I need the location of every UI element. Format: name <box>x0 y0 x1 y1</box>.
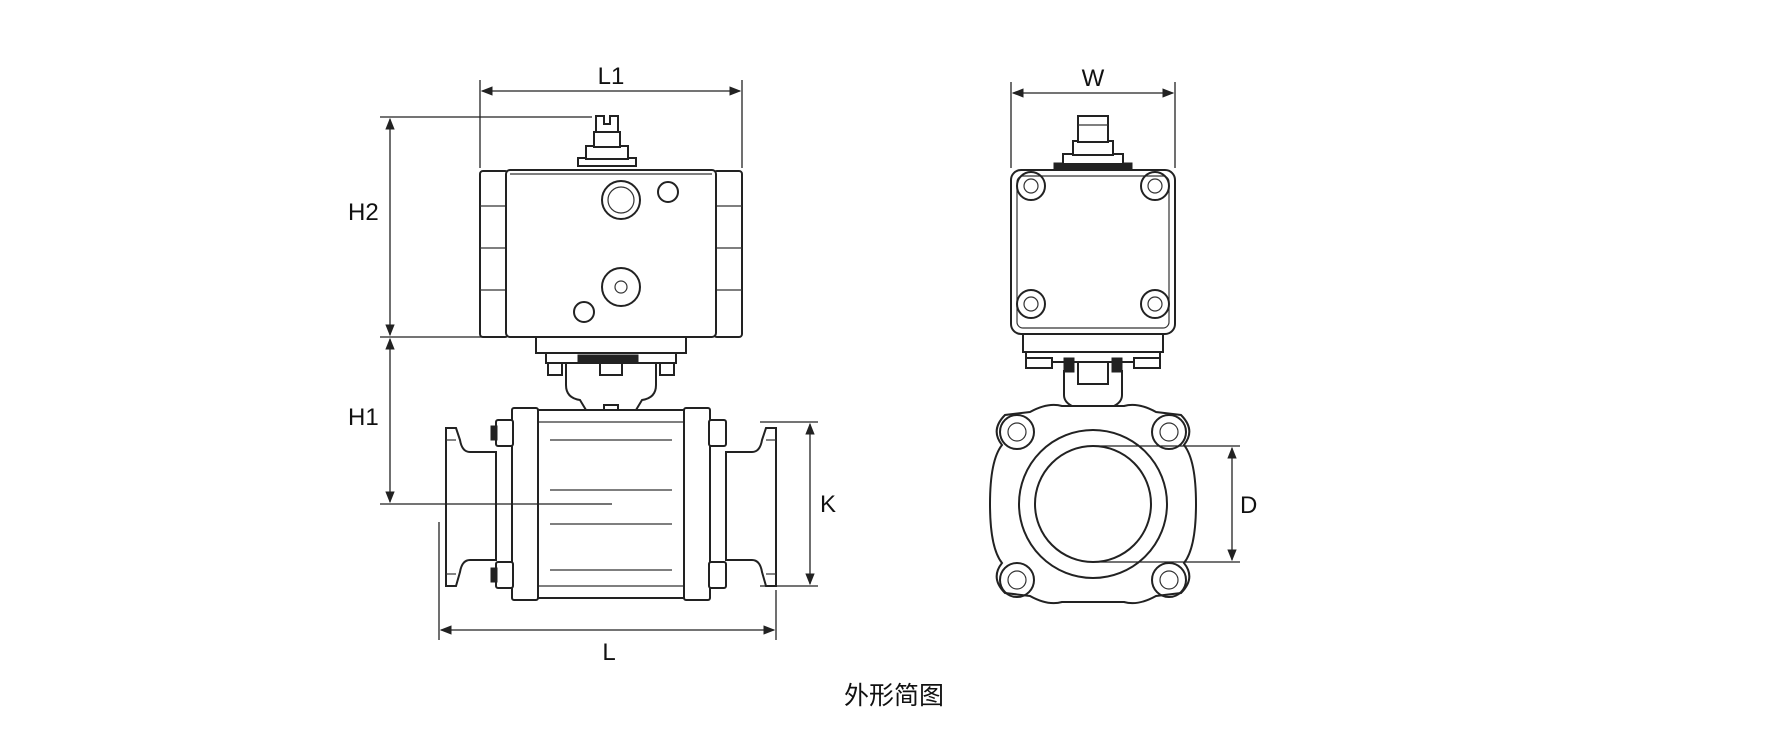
front-view <box>445 115 777 601</box>
bolt-upper-left <box>495 419 514 447</box>
corner-screw <box>1016 289 1046 319</box>
actuator-body <box>505 169 717 338</box>
actuator-right-endcap <box>713 170 743 338</box>
mounting-plate <box>535 336 687 354</box>
side-bracket-left <box>1063 370 1073 407</box>
side-valve-body <box>988 403 1198 605</box>
bolt-upper-right <box>708 419 727 447</box>
label-L1: L1 <box>598 63 625 90</box>
actuator-port-upper <box>601 180 641 220</box>
front-dimensions <box>380 80 818 640</box>
drawing-caption: 外形简图 <box>843 681 944 710</box>
bolt-lower-left <box>495 561 514 589</box>
label-W: W <box>1082 65 1105 92</box>
side-mounting-plate <box>1022 333 1164 353</box>
label-K: K <box>820 491 836 518</box>
label-L: L <box>602 639 615 666</box>
corner-screw <box>1140 289 1170 319</box>
corner-screw <box>1016 171 1046 201</box>
side-shaft <box>1077 115 1109 143</box>
side-dimensions <box>1010 82 1240 563</box>
actuator-port-lower <box>601 267 641 307</box>
shaft-slot <box>595 115 619 132</box>
flange-bolt <box>1151 414 1187 450</box>
bracket-left <box>565 363 587 411</box>
bolt-lower-right <box>708 561 727 589</box>
flange-bolt <box>999 414 1035 450</box>
corner-screw <box>1140 171 1170 201</box>
side-view <box>988 115 1198 605</box>
flange-right <box>683 407 711 601</box>
clamp-end-left <box>445 427 497 587</box>
side-bracket-right <box>1113 370 1123 407</box>
label-H2: H2 <box>348 199 379 226</box>
label-H1: H1 <box>348 404 379 431</box>
label-D: D <box>1240 492 1257 519</box>
flange-bolt <box>999 562 1035 598</box>
clamp-end-right <box>725 427 777 587</box>
bracket-right <box>635 363 657 411</box>
flange-bolt <box>1151 562 1187 598</box>
actuator-left-endcap <box>479 170 509 338</box>
